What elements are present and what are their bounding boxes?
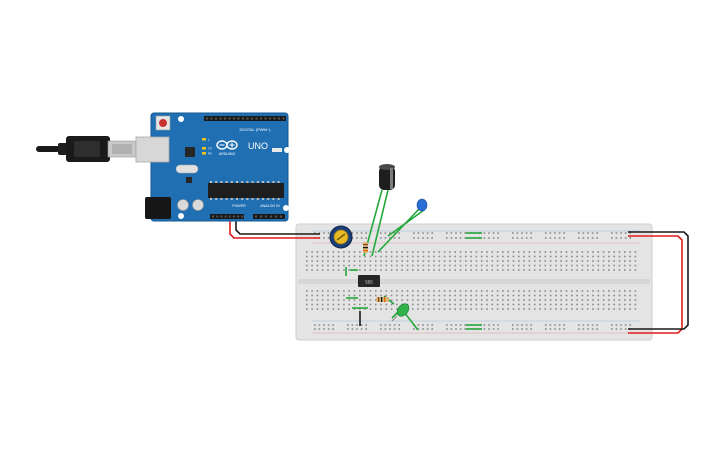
led-l-label: L <box>208 138 210 142</box>
atmega-chip <box>208 183 284 198</box>
power-header[interactable] <box>210 214 244 219</box>
analog-label: ANALOG IN <box>260 204 280 208</box>
digital-label: DIGITAL (PWM~) <box>240 127 272 132</box>
digital-header[interactable] <box>204 116 286 121</box>
ic-555[interactable]: 555 <box>358 275 380 287</box>
breadboard[interactable] <box>295 223 653 341</box>
breadboard-holes <box>306 232 637 330</box>
arduino-logo-text: ARDUINO <box>219 152 236 156</box>
resistor-icon[interactable] <box>376 297 389 302</box>
ic-label: 555 <box>365 280 373 285</box>
power-rail-wires <box>466 231 689 334</box>
resistor-icon[interactable] <box>363 242 368 253</box>
reset-button[interactable] <box>155 115 171 131</box>
led-tx-label: TX <box>208 147 212 151</box>
potentiometer-icon[interactable] <box>329 225 353 249</box>
usb-port[interactable] <box>135 136 170 163</box>
analog-header[interactable] <box>253 214 285 219</box>
arduino-logo-icon <box>216 140 238 150</box>
power-label: POWER <box>232 204 246 208</box>
power-jack[interactable] <box>145 197 171 219</box>
ceramic-capacitor-icon[interactable] <box>416 198 428 212</box>
usb-cable-icon <box>36 136 137 162</box>
electrolytic-capacitor-icon[interactable] <box>379 164 395 190</box>
led-rx-label: RX <box>208 152 212 156</box>
board-model: UNO <box>248 141 268 151</box>
arduino-uno-board[interactable]: DIGITAL (PWM~) L TX RX ARDUINO UNO <box>135 112 290 222</box>
arduino-power-wires <box>229 218 320 239</box>
led-icon[interactable] <box>391 301 411 322</box>
